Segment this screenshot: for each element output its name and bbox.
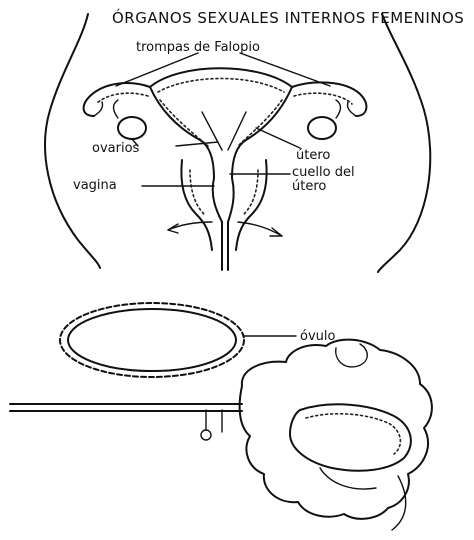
label-ovulo: óvulo bbox=[300, 329, 335, 344]
label-cuello-utero: útero bbox=[292, 179, 326, 194]
sperm-tail-drawing bbox=[10, 404, 242, 440]
uterus-drawing bbox=[150, 87, 292, 178]
label-trompas-de-falopio: trompas de Falopio bbox=[136, 40, 260, 55]
diagram-title: ÓRGANOS SEXUALES INTERNOS FEMENINOS bbox=[112, 8, 464, 27]
label-vagina: vagina bbox=[73, 178, 117, 193]
ovum-drawing bbox=[60, 303, 244, 377]
vagina-drawing bbox=[168, 160, 282, 270]
fallopian-tubes-drawing bbox=[84, 68, 367, 116]
label-utero: útero bbox=[296, 148, 330, 163]
label-cuello-del: cuello del bbox=[292, 165, 355, 180]
ovaries-drawing bbox=[114, 100, 341, 139]
sperm-head-drawing bbox=[240, 340, 432, 530]
label-ovarios: ovarios bbox=[92, 141, 140, 156]
